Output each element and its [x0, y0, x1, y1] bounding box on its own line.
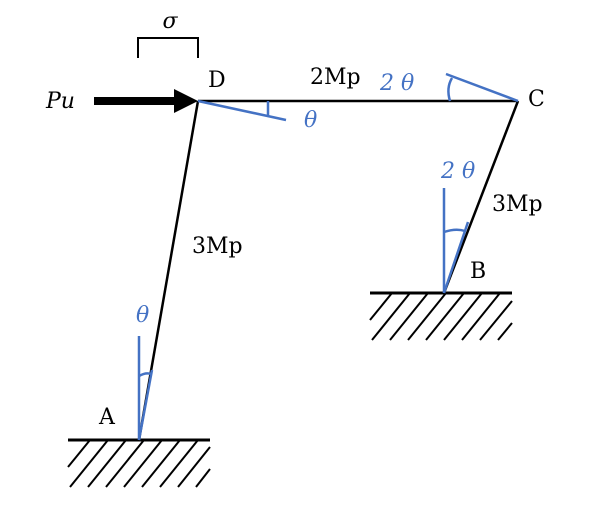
theta-b-label: 2 θ	[440, 159, 475, 184]
beam-dc-label: 2Mp	[310, 65, 361, 90]
rotation-d	[197, 99, 287, 122]
node-c-label: C	[528, 87, 545, 112]
rotation-b	[442, 188, 470, 294]
node-a-label: A	[98, 405, 116, 430]
ground-hatch-a	[67, 439, 211, 488]
theta-d-label: θ	[304, 108, 317, 133]
node-d-label: D	[208, 68, 226, 93]
rotation-a	[137, 336, 154, 441]
sway-bracket	[137, 37, 199, 58]
rotation-c	[445, 72, 519, 103]
column-ad-label: 3Mp	[192, 234, 243, 259]
load-arrow-head	[174, 89, 198, 113]
column-bc-label: 3Mp	[492, 192, 543, 217]
node-b-label: B	[470, 259, 486, 284]
ground-hatch-b	[369, 292, 513, 341]
theta-c-label: 2 θ	[379, 71, 414, 96]
sigma-label: σ	[162, 9, 178, 34]
column-bc	[442, 100, 520, 294]
pu-label: Pu	[45, 89, 75, 114]
theta-a-label: θ	[136, 303, 149, 328]
